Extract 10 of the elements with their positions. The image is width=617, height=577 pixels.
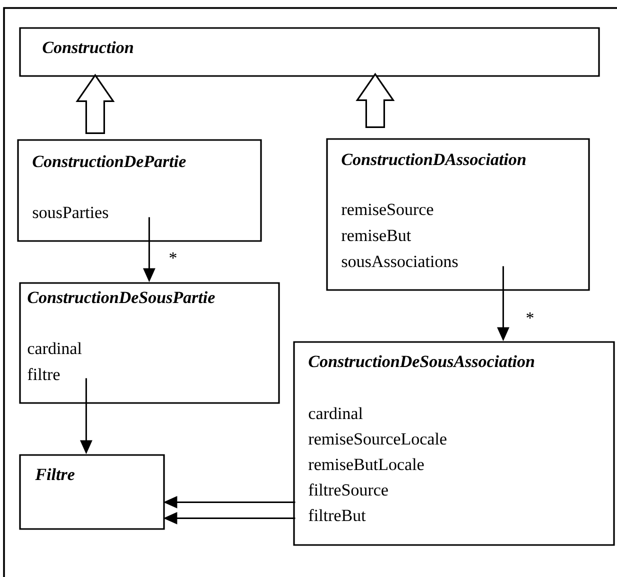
generalization-arrow <box>356 72 395 128</box>
class-box: ConstructionDeSousAssociation cardinal remiseSourceLocale remiseButLocale filtreSource filtreBut <box>293 341 615 546</box>
class-box: Construction <box>19 27 600 77</box>
class-box: ConstructionDAssociation remiseSource remiseBut sousAssociations <box>326 138 590 291</box>
class-box: Filtre <box>19 454 165 530</box>
multiplicity-label: * <box>524 311 536 325</box>
multiplicity-label: * <box>168 251 178 265</box>
class-box: ConstructionDePartie sousParties <box>17 139 262 242</box>
generalization-arrow <box>76 74 115 134</box>
class-box: ConstructionDeSousPartie cardinal filtre <box>19 282 280 404</box>
